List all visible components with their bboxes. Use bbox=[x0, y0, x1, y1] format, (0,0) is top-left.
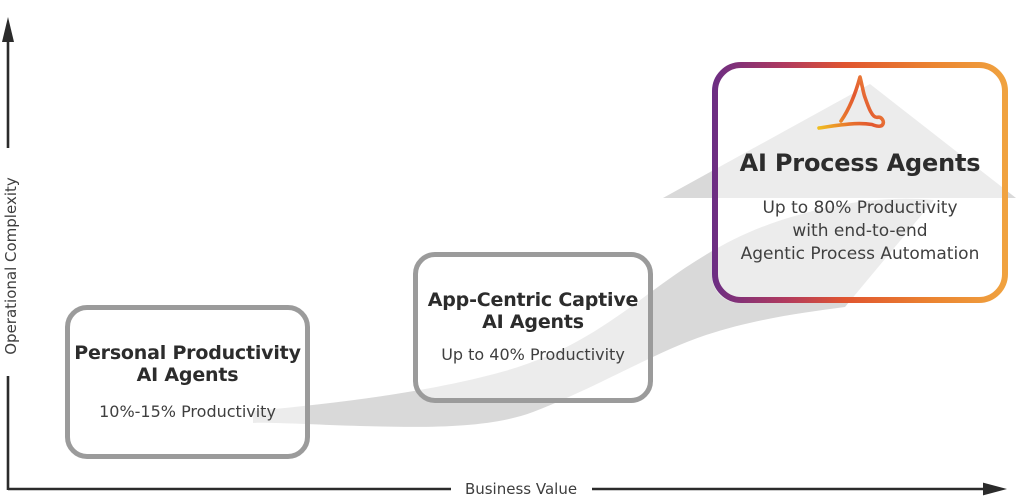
stage-title-line: Personal Productivity bbox=[74, 341, 301, 364]
x-axis-label: Business Value bbox=[464, 480, 578, 498]
stage-subtitle-line: with end-to-end bbox=[792, 220, 928, 241]
stage-title: Personal Productivity AI Agents bbox=[74, 342, 301, 386]
automation-anywhere-logo-icon bbox=[816, 70, 904, 136]
stage-subtitle-line: Agentic Process Automation bbox=[740, 243, 980, 264]
stage-box-personal-productivity: Personal Productivity AI Agents 10%-15% … bbox=[65, 305, 310, 459]
stage-box-app-centric-captive: App-Centric Captive AI Agents Up to 40% … bbox=[413, 252, 653, 403]
stage-title-line: AI Agents bbox=[482, 311, 584, 334]
stage-box-ai-process-agents: AI Process Agents Up to 80% Productivity… bbox=[712, 62, 1008, 303]
stage-title-line: AI Agents bbox=[136, 363, 239, 386]
stage-subtitle-line: Up to 80% Productivity bbox=[762, 197, 958, 218]
stage-title: App-Centric Captive AI Agents bbox=[427, 289, 639, 334]
stage-subtitle: Up to 80% Productivity with end-to-end A… bbox=[741, 197, 980, 266]
y-axis-label: Operational Complexity bbox=[2, 177, 20, 355]
x-axis-arrow-icon bbox=[983, 482, 1007, 496]
stage-subtitle: 10%-15% Productivity bbox=[99, 401, 276, 421]
y-axis-arrow-icon bbox=[2, 17, 14, 42]
stage-subtitle: Up to 40% Productivity bbox=[441, 345, 625, 365]
stage-title-line: App-Centric Captive bbox=[427, 289, 639, 312]
stage-title: AI Process Agents bbox=[739, 149, 981, 177]
